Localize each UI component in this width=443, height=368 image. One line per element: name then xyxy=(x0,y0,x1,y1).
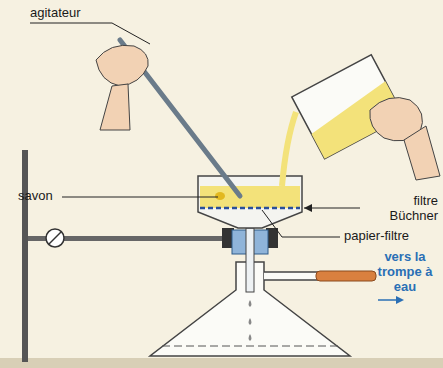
filtrate-level xyxy=(162,346,338,347)
leader-line xyxy=(62,197,218,198)
direction-label: vers la trompe à eau xyxy=(372,250,438,295)
drop xyxy=(249,318,252,325)
leader-line xyxy=(282,237,340,238)
bench xyxy=(0,358,443,368)
left-hand xyxy=(96,45,148,86)
part-label: filtre Büchner xyxy=(362,194,438,224)
funnel-stem xyxy=(246,228,254,292)
stand-rod xyxy=(22,150,28,362)
part-label: savon xyxy=(18,189,78,204)
part-label: papier-filtre xyxy=(344,229,440,244)
vacuum-tube xyxy=(316,271,376,281)
drop xyxy=(249,300,252,307)
leader-line xyxy=(304,208,360,209)
drop xyxy=(249,334,252,341)
soap-lump xyxy=(215,192,225,200)
arrow-head xyxy=(304,204,312,212)
clamp-boss xyxy=(46,229,64,247)
arrow-head xyxy=(396,296,404,304)
filter-plate xyxy=(200,207,300,210)
leader-line xyxy=(262,210,282,237)
pour-stream xyxy=(282,112,296,186)
left-wrist xyxy=(100,84,130,130)
right-wrist xyxy=(404,126,440,180)
clamp-screw xyxy=(49,232,61,244)
side-arm xyxy=(264,272,318,280)
leader-line xyxy=(30,23,112,24)
buchner-funnel xyxy=(198,176,302,228)
part-label: agitateur xyxy=(30,6,120,21)
